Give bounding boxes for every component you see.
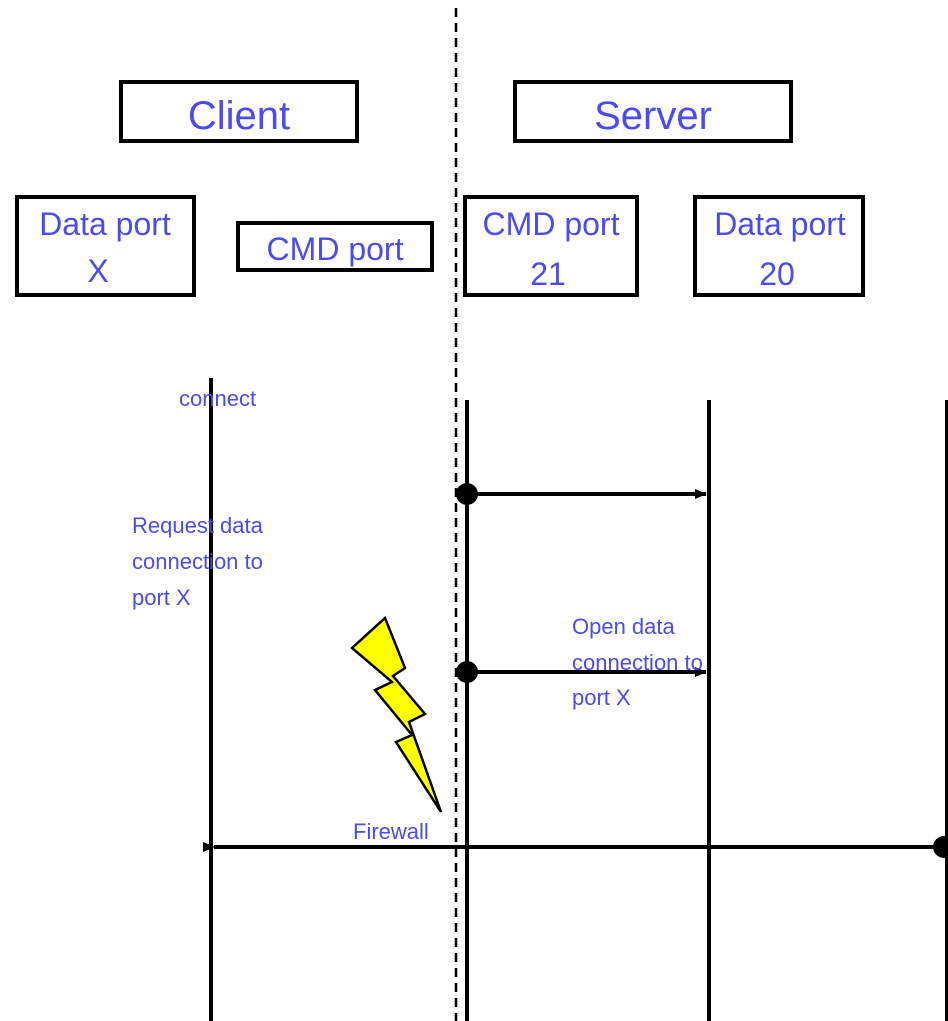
lightning-bolt-icon xyxy=(350,615,443,813)
open-label-line3: port X xyxy=(572,685,631,710)
client-cmd-port-line1: CMD port xyxy=(267,231,404,267)
message-open-arrow xyxy=(203,836,948,858)
open-label-line1: Open data xyxy=(572,614,676,639)
open-label-line2: connection to xyxy=(572,650,703,675)
server-cmd-port-line1: CMD port xyxy=(483,206,620,242)
server-cmd-port-box: CMD port 21 xyxy=(463,195,639,297)
client-cmd-port-box: CMD port xyxy=(236,221,434,272)
request-label-line1: Request data xyxy=(132,513,264,538)
client-header-label: Client xyxy=(188,94,290,138)
request-label-line2: connection to xyxy=(132,549,263,574)
server-data-port-line1: Data port xyxy=(714,206,846,242)
message-request-arrow xyxy=(456,661,707,683)
server-header: Server xyxy=(513,80,793,143)
request-label: Request data connection to port X xyxy=(132,513,264,610)
client-data-port-box: Data port X xyxy=(15,195,196,297)
server-cmd-port-line2: 21 xyxy=(530,256,566,292)
open-label: Open data connection to port X xyxy=(572,614,703,710)
server-data-port-box: Data port 20 xyxy=(693,195,865,297)
connect-label: connect xyxy=(179,386,256,411)
client-data-port-line1: Data port xyxy=(39,206,171,242)
client-data-port-line2: X xyxy=(87,253,108,289)
server-header-label: Server xyxy=(594,94,712,138)
firewall-label: Firewall xyxy=(353,819,429,844)
client-header: Client xyxy=(119,80,359,143)
request-label-line3: port X xyxy=(132,585,191,610)
server-data-port-line2: 20 xyxy=(759,256,795,292)
message-connect-arrow xyxy=(456,483,707,505)
